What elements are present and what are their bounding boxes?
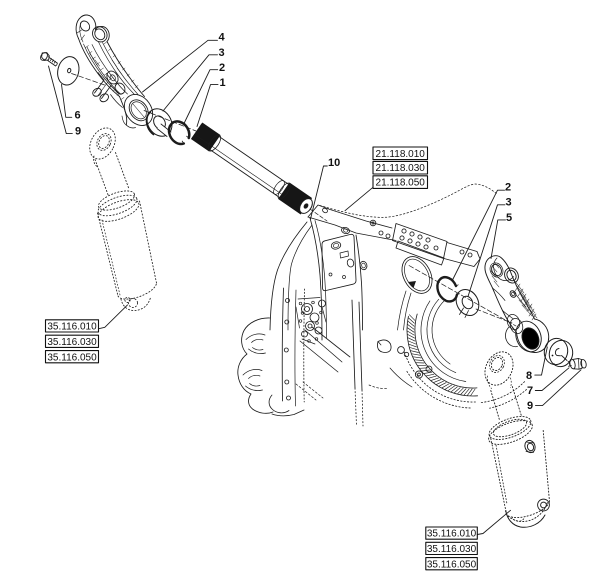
- svg-text:21.118.030: 21.118.030: [376, 163, 426, 174]
- svg-text:4: 4: [219, 32, 226, 44]
- svg-text:7: 7: [527, 385, 533, 397]
- svg-text:9: 9: [75, 126, 81, 138]
- svg-text:35.116.030: 35.116.030: [427, 544, 477, 555]
- svg-text:9: 9: [527, 400, 533, 412]
- svg-text:35.116.050: 35.116.050: [47, 352, 97, 363]
- svg-text:35.116.030: 35.116.030: [47, 337, 97, 348]
- svg-text:8: 8: [526, 370, 532, 382]
- svg-text:3: 3: [219, 47, 225, 59]
- svg-text:1: 1: [220, 77, 226, 89]
- svg-text:35.116.010: 35.116.010: [427, 529, 477, 540]
- svg-text:35.116.050: 35.116.050: [427, 559, 477, 570]
- svg-text:35.116.010: 35.116.010: [47, 322, 97, 333]
- svg-text:2: 2: [505, 182, 511, 194]
- svg-text:10: 10: [328, 157, 340, 169]
- svg-text:21.118.010: 21.118.010: [376, 149, 426, 160]
- svg-text:5: 5: [506, 212, 512, 224]
- svg-text:6: 6: [75, 110, 81, 122]
- svg-text:21.118.050: 21.118.050: [376, 178, 426, 189]
- svg-text:3: 3: [506, 197, 512, 209]
- svg-text:2: 2: [219, 62, 225, 74]
